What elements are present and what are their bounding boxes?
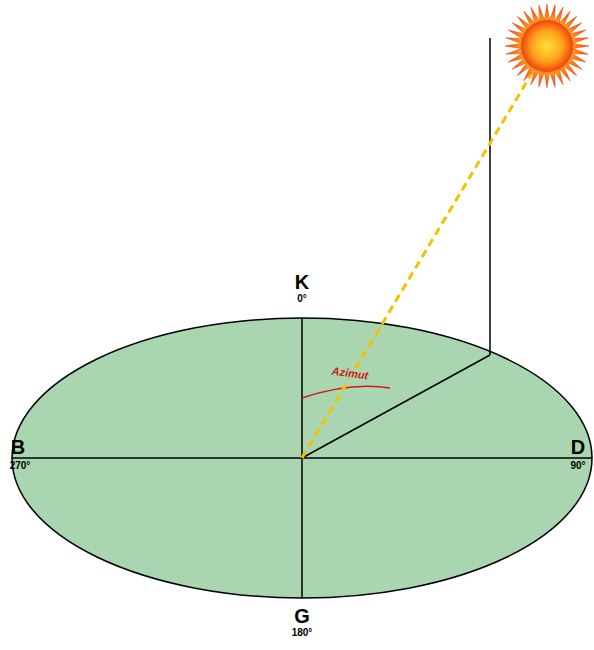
degree-value: 180°: [292, 628, 313, 638]
sun-symbol: [505, 4, 589, 88]
degree-value: 270°: [10, 461, 31, 471]
degree-value: 0°: [297, 294, 307, 304]
direction-letter: G: [294, 606, 310, 626]
direction-letter: D: [571, 437, 585, 457]
projection-line: [302, 355, 490, 458]
vertical-line: [489, 38, 491, 355]
degree-value: 90°: [570, 461, 585, 471]
azimuth-arc: [302, 386, 390, 398]
direction-letter: B: [11, 437, 25, 457]
direction-letter: K: [295, 272, 309, 292]
sun-ray: [302, 68, 535, 458]
